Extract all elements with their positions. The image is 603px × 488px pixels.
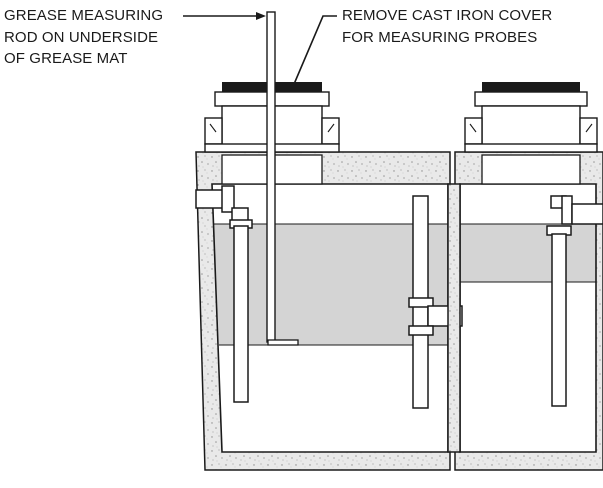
cover-label-line-1: REMOVE CAST IRON COVER: [342, 7, 552, 24]
inlet-pipe: [195, 185, 253, 403]
right-access-opening: [481, 154, 581, 185]
outlet-dip-tube: [551, 233, 567, 407]
outlet-pipe: [546, 195, 603, 407]
cover-label-line-2: FOR MEASURING PROBES: [342, 29, 537, 46]
inlet-dip-tube: [233, 225, 249, 403]
right-cover-lid: [482, 82, 580, 92]
rod-label-line-1: GREASE MEASURING: [4, 7, 163, 24]
rod-label: GREASE MEASURING ROD ON UNDERSIDE OF GRE…: [4, 7, 163, 67]
chamber-partition-wall: [447, 183, 461, 453]
cover-label: REMOVE CAST IRON COVER FOR MEASURING PRO…: [342, 7, 552, 46]
rod-label-line-3: OF GREASE MAT: [4, 50, 128, 67]
grease-mat-foot: [267, 339, 299, 346]
right-cast-iron-cover: [464, 82, 598, 153]
rod-label-line-2: ROD ON UNDERSIDE: [4, 29, 158, 46]
rod-leader-arrow: [183, 12, 266, 20]
concrete-tank: [195, 151, 603, 471]
right-grease-layer: [460, 224, 596, 282]
grease-measuring-rod: [266, 11, 299, 346]
